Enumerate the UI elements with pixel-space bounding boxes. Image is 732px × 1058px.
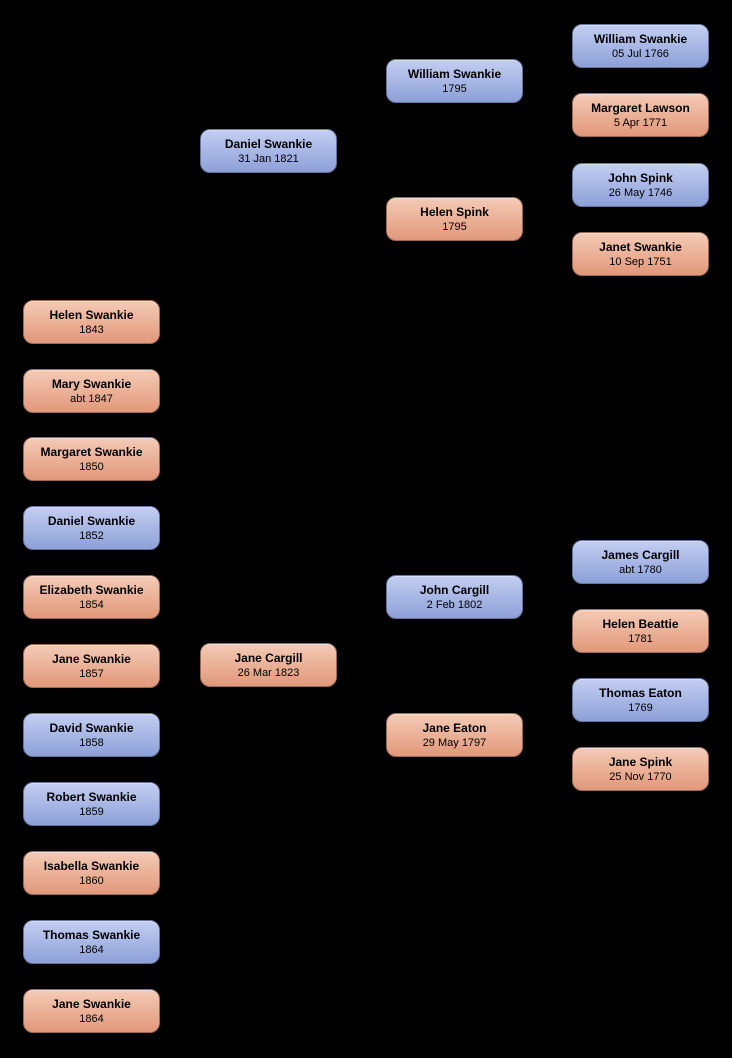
person-birthdate: 29 May 1797: [422, 736, 487, 749]
person-name: David Swankie: [49, 720, 134, 735]
person-name: Mary Swankie: [51, 376, 132, 391]
person-name: Jane Swankie: [52, 651, 131, 666]
person-name: Margaret Swankie: [40, 444, 143, 459]
person-birthdate: 1843: [79, 323, 104, 336]
person-birthdate: 26 Mar 1823: [237, 666, 300, 679]
person-name: James Cargill: [601, 547, 680, 562]
person-birthdate: 1795: [442, 220, 467, 233]
person-name: John Cargill: [419, 582, 490, 597]
person-name: John Spink: [608, 170, 673, 185]
person-birthdate: 31 Jan 1821: [238, 152, 299, 165]
person-birthdate: 1850: [79, 460, 104, 473]
person-birthdate: abt 1780: [619, 563, 662, 576]
person-name: Jane Cargill: [234, 650, 303, 665]
person-birthdate: 1795: [442, 82, 467, 95]
person-birthdate: 1854: [79, 598, 104, 611]
person-name: William Swankie: [407, 66, 502, 81]
person-birthdate: 1769: [628, 701, 653, 714]
person-name: Margaret Lawson: [591, 100, 690, 115]
person-birthdate: 1859: [79, 805, 104, 818]
person-birthdate: 10 Sep 1751: [609, 255, 672, 268]
person-name: Daniel Swankie: [47, 513, 136, 528]
person-birthdate: 25 Nov 1770: [609, 770, 672, 783]
person-birthdate: 1864: [79, 1012, 104, 1025]
person-name: Daniel Swankie: [224, 136, 313, 151]
person-birthdate: 1857: [79, 667, 104, 680]
person-birthdate: 05 Jul 1766: [612, 47, 669, 60]
person-birthdate: 1864: [79, 943, 104, 956]
person-birthdate: 1852: [79, 529, 104, 542]
person-birthdate: 2 Feb 1802: [426, 598, 483, 611]
person-name: Elizabeth Swankie: [39, 582, 144, 597]
person-name: Jane Eaton: [422, 720, 487, 735]
person-name: Jane Spink: [608, 754, 673, 769]
person-name: Jane Swankie: [52, 996, 131, 1011]
person-birthdate: 1860: [79, 874, 104, 887]
person-name: Helen Spink: [420, 204, 489, 219]
person-birthdate: 1858: [79, 736, 104, 749]
person-birthdate: 1781: [628, 632, 653, 645]
person-name: Thomas Eaton: [599, 685, 682, 700]
person-name: William Swankie: [593, 31, 688, 46]
person-name: Helen Beattie: [602, 616, 679, 631]
person-name: Isabella Swankie: [43, 858, 140, 873]
person-birthdate: abt 1847: [70, 392, 113, 405]
person-birthdate: 26 May 1746: [608, 186, 673, 199]
person-name: Thomas Swankie: [42, 927, 141, 942]
person-name: Robert Swankie: [46, 789, 137, 804]
person-birthdate: 5 Apr 1771: [613, 116, 668, 129]
person-name: Janet Swankie: [599, 239, 682, 254]
person-name: Helen Swankie: [49, 307, 134, 322]
